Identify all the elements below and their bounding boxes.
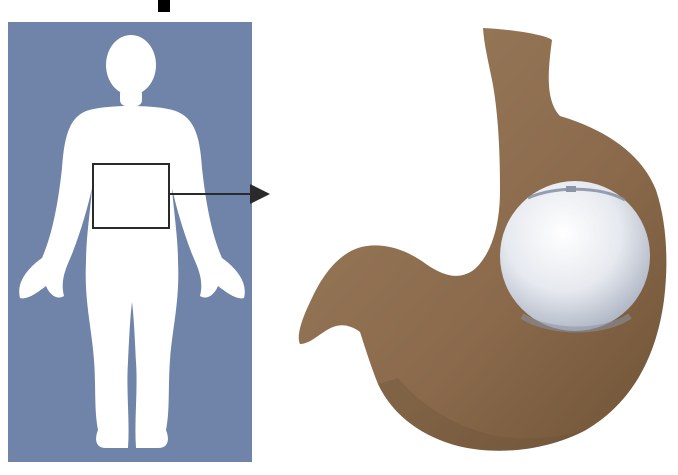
top-cropped-mark — [158, 0, 170, 12]
gastric-balloon — [500, 181, 650, 331]
